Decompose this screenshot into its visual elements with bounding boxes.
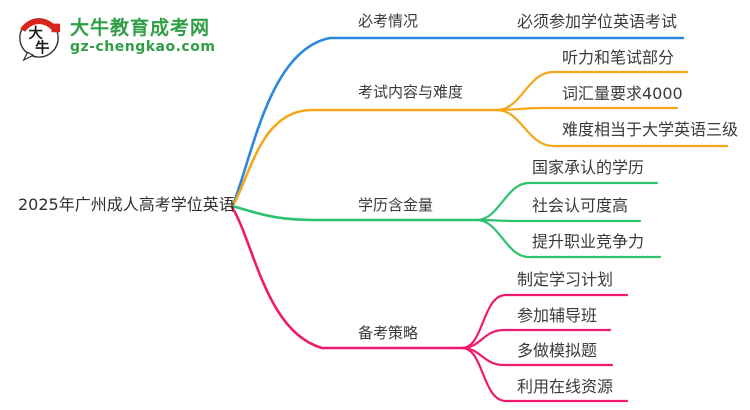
leaf-node-vocabulary-4000: 词汇量要求4000 bbox=[562, 84, 683, 103]
leaf-line-listening-written bbox=[495, 70, 689, 112]
leaf-line-tutoring-class bbox=[460, 328, 612, 350]
leaf-node-career-competitiveness: 提升职业竞争力 bbox=[532, 232, 645, 251]
logo-site-name: 大牛教育成考网 bbox=[70, 17, 211, 40]
branch-line-exam-content bbox=[230, 108, 499, 209]
leaf-node-online-resources: 利用在线资源 bbox=[517, 377, 614, 396]
branch-node-degree-value: 学历含金量 bbox=[358, 196, 434, 214]
leaf-node-must-take-exam: 必须参加学位英语考试 bbox=[517, 12, 678, 31]
speech-bubble-tail bbox=[22, 51, 35, 62]
leaf-line-social-recognition bbox=[475, 218, 642, 223]
leaf-node-state-recognized: 国家承认的学历 bbox=[532, 158, 645, 177]
leaf-line-online-resources bbox=[460, 346, 629, 403]
logo-char-top: 大 bbox=[28, 24, 43, 42]
leaf-node-social-recognition: 社会认可度高 bbox=[532, 196, 629, 215]
leaf-node-listening-written: 听力和笔试部分 bbox=[562, 48, 675, 67]
logo-char-bottom: 牛 bbox=[35, 38, 49, 56]
leaf-line-cet3-level bbox=[495, 108, 729, 148]
daniu-logo-icon: 大 牛 bbox=[19, 18, 61, 62]
branch-line-prep-strategy bbox=[230, 205, 464, 350]
site-logo: 大 牛 大牛教育成考网 gz-chengkao.com bbox=[16, 12, 215, 62]
branch-line-must-take bbox=[230, 36, 685, 209]
branch-node-must-take: 必考情况 bbox=[358, 12, 419, 30]
leaf-line-career-competitiveness bbox=[475, 218, 662, 259]
branch-node-exam-content: 考试内容与难度 bbox=[358, 83, 464, 101]
logo-red-seal bbox=[51, 23, 61, 33]
leaf-line-study-plan bbox=[460, 293, 629, 350]
leaf-node-mock-exams: 多做模拟题 bbox=[517, 341, 598, 360]
leaf-line-vocabulary bbox=[495, 106, 679, 112]
branch-node-prep-strategy: 备考策略 bbox=[358, 324, 419, 342]
leaf-line-state-recognized bbox=[475, 181, 659, 222]
root-node: 2025年广州成人高考学位英语 bbox=[18, 195, 235, 214]
leaf-node-tutoring-class: 参加辅导班 bbox=[517, 306, 598, 325]
branch-line-degree-value bbox=[230, 204, 479, 222]
leaf-node-study-plan: 制定学习计划 bbox=[517, 270, 614, 289]
logo-site-domain: gz-chengkao.com bbox=[70, 39, 216, 56]
leaf-node-cet3-level: 难度相当于大学英语三级 bbox=[562, 120, 739, 139]
